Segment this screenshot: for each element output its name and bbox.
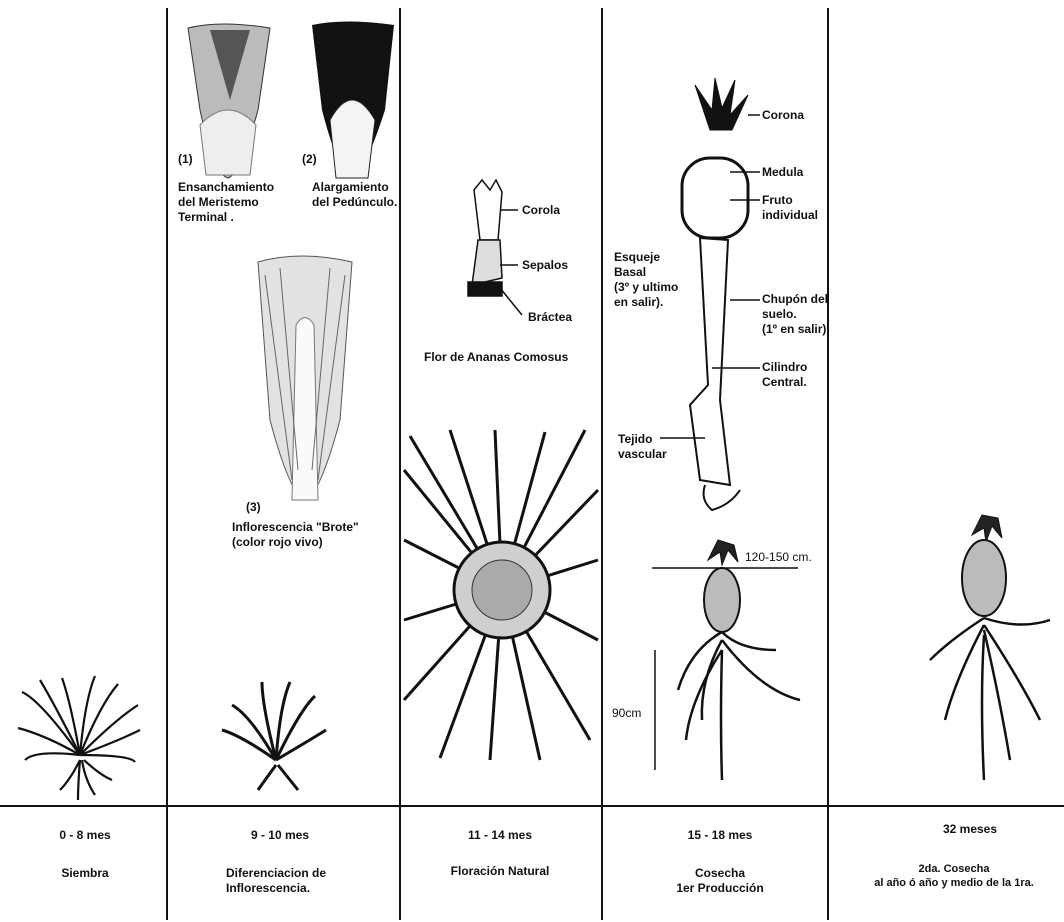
label-chupon-line-1: Chupón del (762, 292, 828, 307)
label-cilindro-line-2: Central. (762, 375, 807, 390)
stage-4-name-line-2: 1er Producción (640, 881, 800, 896)
fruiting-plant-illustration (652, 540, 800, 780)
second-harvest-plant-illustration (930, 515, 1050, 780)
stage-4-name: Cosecha 1er Producción (640, 866, 800, 896)
plant-differentiation-illustration (222, 682, 326, 790)
label-esqueje-line-1: Esqueje (614, 250, 678, 265)
flower-illustration (468, 180, 522, 315)
label-chupon-line-2: suelo. (762, 307, 828, 322)
label-esqueje-line-4: en salir). (614, 295, 678, 310)
fig1-number: (1) (178, 152, 193, 167)
label-esqueje-line-2: Basal (614, 265, 678, 280)
fig2-number: (2) (302, 152, 317, 167)
width-dimension-label: 120-150 cm. (745, 550, 812, 565)
fig1-caption-line-2: del Meristemo (178, 195, 274, 210)
label-corona: Corona (762, 108, 804, 123)
label-bractea: Bráctea (528, 310, 572, 325)
inflorescence-illustration (402, 430, 600, 760)
stage-3-name: Floración Natural (420, 864, 580, 879)
seedling-illustration (18, 676, 140, 800)
stage-5-name: 2da. Cosecha al año ó año y medio de la … (850, 862, 1058, 890)
fig3-caption-line-2: (color rojo vivo) (232, 535, 359, 550)
fig2-caption-line-2: del Pedúnculo. (312, 195, 397, 210)
fig3-caption-line-1: Inflorescencia "Brote" (232, 520, 359, 535)
fig3-number: (3) (246, 500, 261, 515)
fig1-caption: Ensanchamiento del Meristemo Terminal . (178, 180, 274, 225)
label-sepalos: Sepalos (522, 258, 568, 273)
label-cilindro: Cilindro Central. (762, 360, 807, 390)
fig2-caption: Alargamiento del Pedúnculo. (312, 180, 397, 210)
stage-4-months: 15 - 18 mes (640, 828, 800, 843)
fig2-caption-line-1: Alargamiento (312, 180, 397, 195)
fig1-caption-line-1: Ensanchamiento (178, 180, 274, 195)
stage-2-name: Diferenciacion de Inflorescencia. (226, 866, 326, 896)
flower-caption: Flor de Ananas Comosus (424, 350, 568, 365)
stage-5-months: 32 meses (880, 822, 1060, 837)
fig3-caption: Inflorescencia "Brote" (color rojo vivo) (232, 520, 359, 550)
stage-5-name-line-2: al año ó año y medio de la 1ra. (850, 876, 1058, 890)
label-tejido: Tejido vascular (618, 432, 667, 462)
stage-3-months: 11 - 14 mes (420, 828, 580, 843)
meristem-illustrations (188, 22, 394, 501)
stage-2-name-line-1: Diferenciacion de (226, 866, 326, 881)
stage-4-name-line-1: Cosecha (640, 866, 800, 881)
label-corola: Corola (522, 203, 560, 218)
fig1-caption-line-3: Terminal . (178, 210, 274, 225)
label-fruto-line-1: Fruto (762, 193, 818, 208)
label-esqueje: Esqueje Basal (3º y ultimo en salir). (614, 250, 678, 310)
label-chupon: Chupón del suelo. (1º en salir) (762, 292, 828, 337)
label-fruto-line-2: individual (762, 208, 818, 223)
label-medula: Medula (762, 165, 803, 180)
label-fruto: Fruto individual (762, 193, 818, 223)
label-tejido-line-1: Tejido (618, 432, 667, 447)
label-esqueje-line-3: (3º y ultimo (614, 280, 678, 295)
stage-2-name-line-2: Inflorescencia. (226, 881, 326, 896)
height-dimension-label: 90cm (612, 706, 641, 721)
label-tejido-line-2: vascular (618, 447, 667, 462)
stage-1-name: Siembra (20, 866, 150, 881)
stage-5-name-line-1: 2da. Cosecha (850, 862, 1058, 876)
label-chupon-line-3: (1º en salir) (762, 322, 828, 337)
stage-2-months: 9 - 10 mes (200, 828, 360, 843)
label-cilindro-line-1: Cilindro (762, 360, 807, 375)
stage-1-months: 0 - 8 mes (20, 828, 150, 843)
